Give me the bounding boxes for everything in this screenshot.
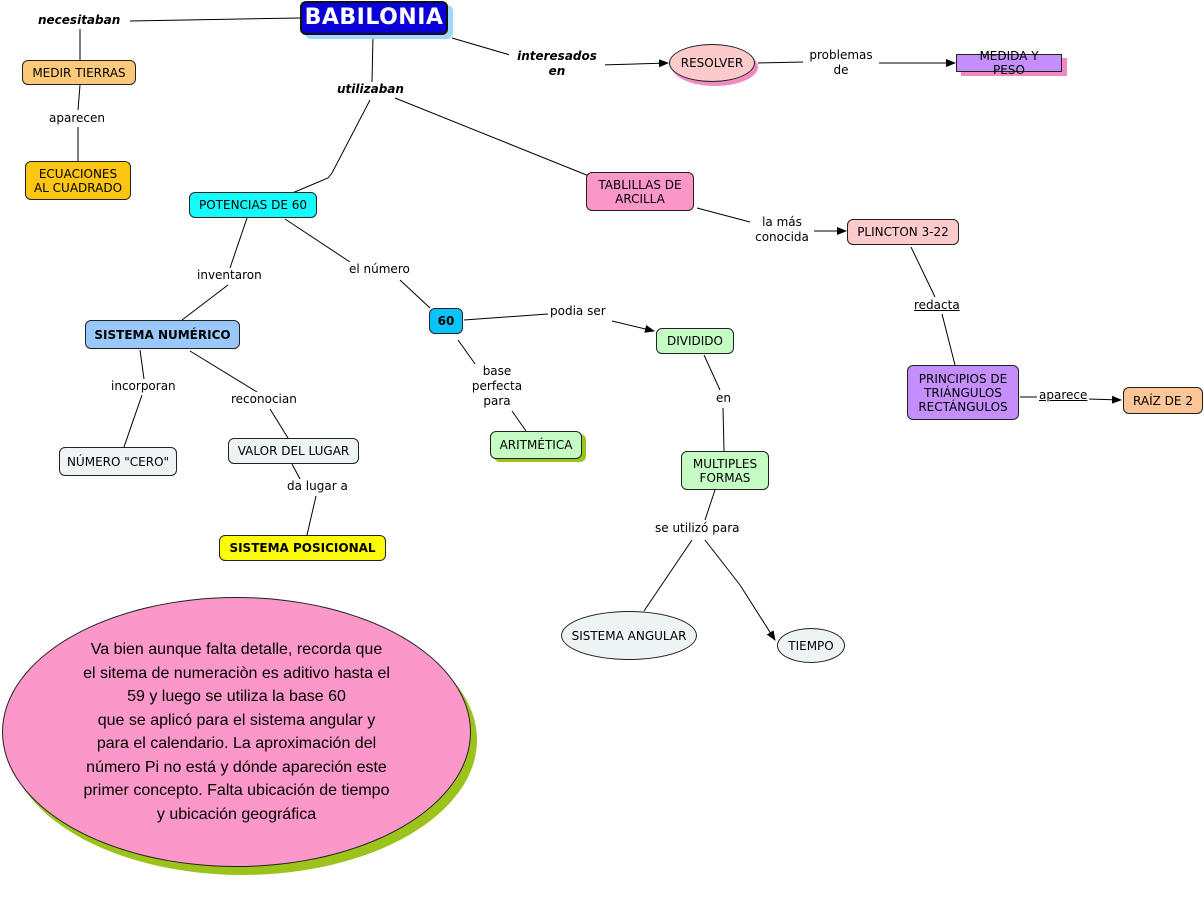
medida-peso-node[interactable]: MEDIDA Y PESO — [956, 49, 1062, 77]
numero-cero-node[interactable]: NÚMERO "CERO" — [59, 447, 177, 476]
link-la-mas-conocida: la más conocida — [750, 215, 814, 245]
potencias-node[interactable]: POTENCIAS DE 60 — [189, 192, 317, 218]
link-da-lugar: da lugar a — [285, 479, 350, 494]
multiples-formas-node[interactable]: MULTIPLES FORMAS — [681, 451, 769, 490]
tiempo-node[interactable]: TIEMPO — [777, 628, 845, 663]
comment-text: Va bien aunque falta detalle, recorda qu… — [83, 641, 390, 823]
link-inventaron: inventaron — [195, 268, 264, 283]
sistema-posicional-node[interactable]: SISTEMA POSICIONAL — [219, 535, 386, 561]
sesenta-node[interactable]: 60 — [429, 308, 463, 334]
link-utilizaban: utilizaban — [335, 82, 406, 97]
plincton-node[interactable]: PLINCTON 3-22 — [847, 219, 959, 245]
link-base-perfecta: base perfecta para — [466, 364, 528, 409]
link-redacta: redacta — [912, 298, 962, 313]
babilonia-node[interactable]: BABILONIA — [300, 1, 448, 35]
link-aparece: aparece — [1037, 388, 1090, 403]
sistema-numerico-node[interactable]: SISTEMA NUMÉRICO — [85, 320, 240, 349]
tablillas-node[interactable]: TABLILLAS DE ARCILLA — [586, 172, 694, 211]
sistema-angular-node[interactable]: SISTEMA ANGULAR — [561, 611, 697, 660]
link-problemas: problemas de — [803, 48, 879, 78]
link-incorporan: incorporan — [109, 379, 178, 394]
link-podia-ser: podia ser — [548, 304, 608, 319]
link-se-utilizo: se utilizó para — [653, 521, 742, 536]
principios-node[interactable]: PRINCIPIOS DE TRIÁNGULOS RECTÁNGULOS — [907, 365, 1019, 420]
link-reconocian: reconocian — [229, 392, 299, 407]
raiz-node[interactable]: RAÍZ DE 2 — [1123, 387, 1203, 414]
comment-bubble: Va bien aunque falta detalle, recorda qu… — [2, 597, 471, 867]
link-en: en — [714, 391, 733, 406]
dividido-node[interactable]: DIVIDIDO — [656, 328, 734, 354]
valor-lugar-node[interactable]: VALOR DEL LUGAR — [228, 438, 359, 464]
link-interesados: interesados en — [509, 49, 605, 79]
aritmetica-node[interactable]: ARITMÉTICA — [490, 431, 582, 459]
link-aparecen: aparecen — [47, 111, 107, 126]
medir-tierras-node[interactable]: MEDIR TIERRAS — [22, 60, 136, 85]
link-necesitaban: necesitaban — [36, 13, 123, 28]
resolver-node[interactable]: RESOLVER — [669, 44, 755, 82]
ecuaciones-node[interactable]: ECUACIONES AL CUADRADO — [25, 161, 131, 200]
link-el-numero: el número — [347, 262, 412, 277]
